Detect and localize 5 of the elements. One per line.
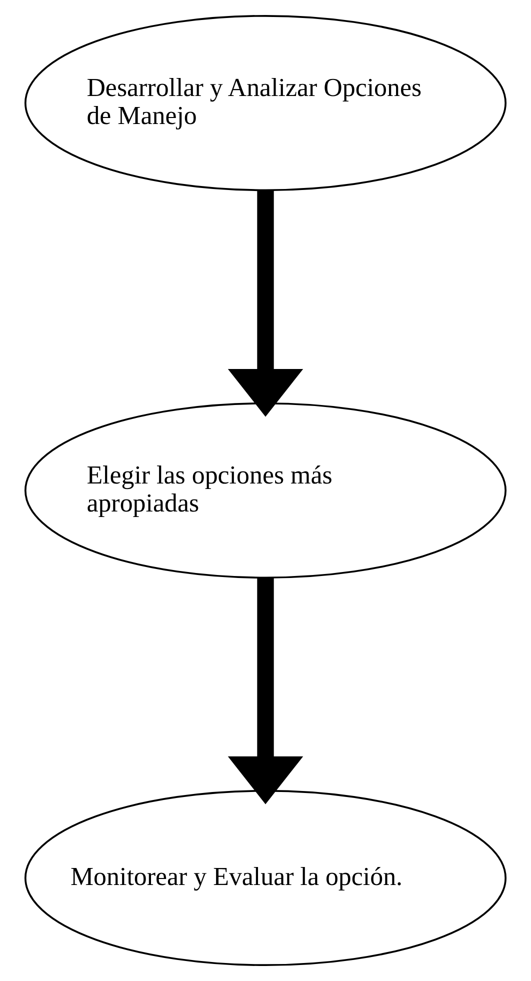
node-ellipse: Desarrollar y Analizar Opciones de Manejo (24, 14, 507, 192)
arrow (228, 190, 304, 417)
node-ellipse: Monitorear y Evaluar la opción. (24, 790, 507, 966)
node-ellipse: Elegir las opciones más apropiadas (24, 402, 507, 579)
arrow (228, 578, 304, 804)
